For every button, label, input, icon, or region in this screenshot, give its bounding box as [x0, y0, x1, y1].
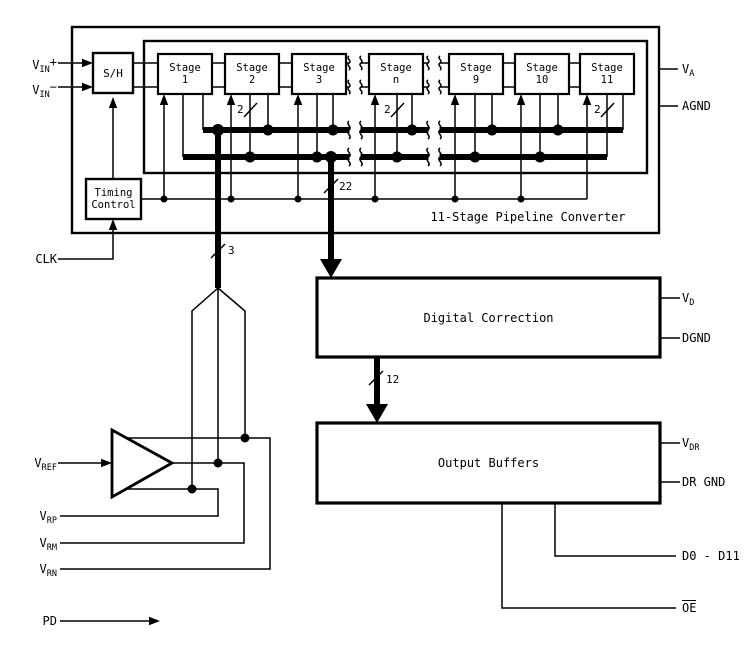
stage11-clock-arrowhead	[582, 94, 592, 105]
d0-d11-wire	[554, 503, 676, 557]
data-bus-tap-dot	[325, 151, 337, 163]
pipeline-inner-box	[142, 39, 649, 175]
stage-10-box	[513, 52, 571, 96]
stage10-11-wires	[569, 62, 580, 88]
pin-label-vd: VD	[682, 291, 695, 308]
clk-arrowhead	[108, 219, 118, 230]
pin-label-vrn: VRN	[39, 562, 57, 579]
stage11-out-width-label: 2	[594, 103, 601, 116]
oe-wire	[501, 503, 676, 609]
ref-fan-left-wire	[191, 287, 219, 489]
stage10-clock-arrowhead	[516, 94, 526, 105]
stage11-out-slash	[600, 102, 615, 118]
stage2-clock-arrowhead	[226, 94, 236, 105]
pin-label-clk: CLK	[35, 252, 57, 266]
digital-correction-box	[315, 276, 662, 359]
ref-bus-width-label: 3	[228, 244, 235, 257]
output-buffers-label: Output Buffers	[437, 456, 540, 470]
stage9-10-wires	[503, 62, 515, 88]
pin-label-va: VA	[682, 62, 695, 79]
pd-arrowhead	[149, 616, 160, 626]
pin-label-d0-d11: D0 - D11	[682, 549, 740, 563]
vin-plus-arrowhead	[82, 58, 93, 68]
pin-label-dr-gnd: DR GND	[682, 475, 726, 489]
stage-n-box	[367, 52, 425, 96]
pipeline-out-slash	[323, 178, 339, 194]
clk-input-wire	[58, 230, 114, 260]
stagen-clock-arrowhead	[370, 94, 380, 105]
pin-label-oe: OE	[682, 600, 697, 615]
stagen-9-wires	[423, 62, 449, 88]
stage-output-drops	[182, 94, 608, 157]
sh-to-stage1-wires	[133, 62, 158, 88]
stage-2-box	[223, 52, 281, 96]
pipeline-outer-box	[70, 25, 661, 235]
pin-label-vrm: VRM	[39, 536, 57, 553]
pin-label-agnd: AGND	[682, 99, 711, 113]
sample-hold-label: S/H	[103, 66, 123, 80]
stage1-clock-arrowhead	[159, 94, 169, 105]
bus-width-slashes	[210, 102, 615, 386]
vref-arrowhead	[101, 458, 112, 468]
stage-9-box	[447, 52, 505, 96]
sh-clock-arrowhead	[108, 97, 118, 108]
to-digital-correction-arrowhead	[320, 259, 342, 278]
stage2-out-slash	[243, 102, 258, 118]
stage-clock-risers	[163, 105, 588, 199]
pin-label-vrp: VRP	[39, 509, 57, 526]
vrp-route-wire	[60, 488, 219, 517]
vrm-route-wire	[60, 462, 245, 544]
stage2-3-wires	[279, 62, 292, 88]
pin-label-vref: VREF	[34, 456, 57, 473]
signal-wires	[58, 62, 680, 622]
stage-1-box	[156, 52, 214, 96]
timing-control-label: Timing Control	[91, 186, 136, 212]
stage-reference-drops	[202, 94, 624, 130]
vin-minus-arrowhead	[82, 82, 93, 92]
lower-blocks	[315, 276, 662, 505]
stage2-out-width-label: 2	[237, 103, 244, 116]
pin-label-vdr: VDR	[682, 436, 700, 453]
pin-label-vin-minus: VIN−	[32, 80, 57, 100]
stagen-out-slash	[390, 102, 405, 118]
stage9-clock-arrowhead	[450, 94, 460, 105]
stage3-clock-arrowhead	[293, 94, 303, 105]
stage1-2-wires	[212, 62, 225, 88]
output-buffers-box	[315, 421, 662, 505]
ref-bus-tap-dot	[212, 124, 224, 136]
vrn-route-wire	[60, 437, 271, 570]
ref-fan-right-wire	[217, 287, 246, 438]
corrected-bus-width-label: 12	[386, 373, 400, 386]
junction-dots	[160, 124, 564, 494]
corrected-bus-slash	[368, 370, 384, 386]
pin-label-vin-plus: VIN+	[32, 55, 57, 75]
arrowheads	[82, 58, 592, 626]
ref-bus-slash	[210, 243, 226, 259]
stage-3-box	[290, 52, 348, 96]
pin-label-pd: PD	[42, 614, 57, 628]
buses	[183, 127, 623, 404]
to-output-buffers-arrowhead	[366, 404, 388, 423]
stagen-out-width-label: 2	[384, 103, 391, 116]
stage-boxes	[156, 52, 636, 96]
break-marks	[347, 55, 442, 167]
sample-hold-box	[91, 51, 135, 95]
pipeline-title: 11-Stage Pipeline Converter	[430, 210, 626, 224]
digital-correction-label: Digital Correction	[423, 310, 554, 325]
pin-label-dgnd: DGND	[682, 331, 711, 345]
pipeline-out-width-label: 22	[339, 180, 353, 193]
reference-buffer-amp-triangle	[110, 427, 175, 500]
